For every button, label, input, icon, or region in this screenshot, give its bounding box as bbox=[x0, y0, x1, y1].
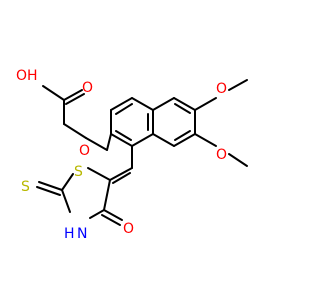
bond bbox=[89, 209, 105, 219]
bond bbox=[194, 97, 217, 111]
structure-diagram: OH O O O O S S H N O bbox=[16, 68, 248, 242]
bond bbox=[131, 133, 154, 147]
bond bbox=[194, 133, 217, 147]
bond bbox=[152, 133, 175, 147]
bond bbox=[173, 97, 196, 111]
bond bbox=[152, 97, 175, 111]
nh-hydrogen-label: H bbox=[64, 226, 75, 242]
bond bbox=[61, 189, 71, 213]
bonds bbox=[36, 79, 248, 226]
bond bbox=[174, 103, 191, 114]
bond bbox=[115, 103, 133, 115]
atom-labels: OH O O O O S S H N O bbox=[16, 68, 227, 242]
bond bbox=[115, 130, 132, 141]
bond bbox=[173, 133, 196, 147]
molecule-svg: OH O O O O S S H N O bbox=[16, 68, 248, 242]
bond bbox=[110, 97, 133, 111]
bond bbox=[109, 167, 133, 181]
bond bbox=[42, 85, 65, 101]
methoxy-oxygen-top-label: O bbox=[216, 81, 227, 97]
bond bbox=[112, 172, 131, 184]
bond bbox=[110, 133, 133, 147]
bond bbox=[174, 130, 191, 141]
bond bbox=[106, 133, 112, 151]
ether-oxygen-label: O bbox=[79, 143, 90, 159]
bond bbox=[228, 153, 248, 167]
bond bbox=[63, 123, 87, 139]
bond bbox=[228, 79, 248, 91]
bond bbox=[103, 209, 123, 221]
ring-carbonyl-oxygen-label: O bbox=[123, 221, 134, 237]
bond bbox=[103, 179, 111, 211]
bond bbox=[85, 137, 108, 151]
bond bbox=[131, 97, 154, 111]
bond bbox=[101, 214, 121, 226]
bond bbox=[61, 173, 74, 191]
bond bbox=[65, 93, 85, 105]
carbonyl-oxygen-label: O bbox=[82, 80, 93, 96]
hydroxyl-label: OH bbox=[16, 68, 38, 84]
methoxy-oxygen-bottom-label: O bbox=[216, 147, 227, 163]
bond bbox=[63, 89, 83, 101]
ring-sulfur-label: S bbox=[74, 164, 83, 180]
thione-sulfur-label: S bbox=[21, 179, 30, 195]
nh-nitrogen-label: N bbox=[77, 226, 87, 242]
bond bbox=[87, 167, 111, 181]
bond bbox=[36, 186, 61, 196]
bond bbox=[38, 181, 63, 191]
